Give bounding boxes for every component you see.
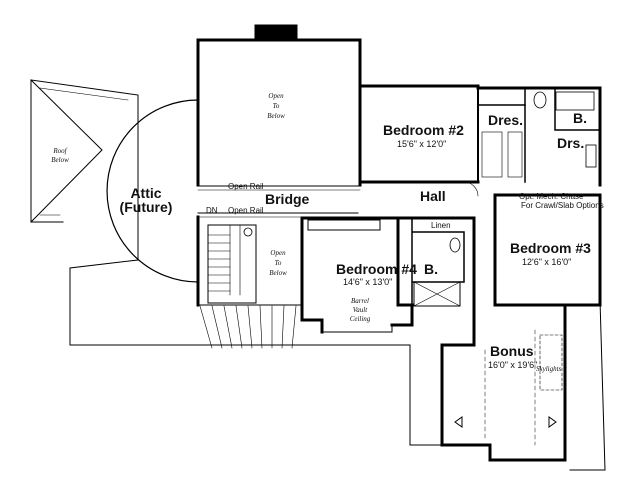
skylights-label: Skylights	[536, 365, 562, 373]
open-below-top-1: Open	[268, 92, 284, 100]
dres-label: Dres.	[488, 112, 524, 128]
roof-hip	[30, 79, 103, 223]
mech-chase-2: For Crawl/Slab Options	[521, 201, 604, 210]
toilet-top	[533, 91, 547, 109]
roof-lines	[39, 87, 129, 216]
skylight-rect	[539, 334, 563, 391]
barrel-vault-1: Barrel	[350, 297, 370, 305]
shower	[413, 281, 461, 307]
bath-top-walls	[524, 87, 601, 131]
roof-below-2: Below	[51, 156, 69, 164]
bathtub	[555, 91, 595, 111]
bedroom4-label: Bedroom #4	[336, 261, 417, 277]
bonus-eave-right	[569, 299, 606, 471]
open-below-stair-2: To	[274, 259, 282, 267]
vanity-top	[585, 144, 597, 168]
bath-b4-walls	[411, 217, 465, 306]
stair-treads	[207, 224, 241, 296]
bonus-arrow-right	[548, 416, 557, 428]
stair-post	[243, 227, 253, 237]
stairwell	[207, 224, 257, 304]
attic-label: Attic	[130, 185, 162, 201]
bedroom3-label: Bedroom #3	[510, 240, 591, 256]
bedroom4-dim: 14'6" x 13'0"	[343, 277, 393, 287]
bonus-arrow-left	[454, 416, 463, 428]
upper-wall	[196, 38, 362, 187]
closet-2	[507, 131, 523, 178]
attic-future-label: (Future)	[119, 199, 173, 215]
shower-cross	[413, 281, 461, 307]
closet-1	[481, 131, 503, 178]
bridge-label: Bridge	[265, 191, 310, 207]
bedroom2-label: Bedroom #2	[383, 122, 464, 138]
barrel-vault-3: Ceiling	[349, 315, 371, 323]
bath-top-label: B.	[573, 110, 587, 126]
barrel-wall	[321, 324, 393, 333]
bedroom3-dim: 12'6" x 16'0"	[522, 257, 572, 267]
dn-label: DN	[206, 206, 218, 215]
bedroom4-wall	[300, 216, 414, 334]
open-rail-upper: Open Rail	[228, 182, 264, 191]
mech-chase-1: Opt. Mech. Chase	[519, 192, 584, 201]
bedroom2-dim: 15'6" x 12'0"	[397, 139, 447, 149]
open-below-top-2: To	[272, 102, 280, 110]
open-below-top-3: Below	[267, 112, 285, 120]
bath-b4-label: B.	[424, 261, 438, 277]
roof-outline	[30, 79, 201, 346]
bonus-dim: 16'0" x 19'6"	[488, 360, 538, 370]
barrel-vault-2: Vault	[352, 306, 368, 314]
door-swing	[463, 181, 479, 197]
hall-label: Hall	[420, 188, 446, 204]
linen-label: Linen	[431, 221, 451, 230]
bedroom4-closet	[307, 219, 381, 231]
open-below-stair-3: Below	[269, 269, 287, 277]
drs-label: Drs.	[557, 135, 585, 151]
roof-below-1: Roof	[53, 147, 67, 155]
toilet-b4	[449, 237, 461, 253]
bonus-wall	[440, 216, 567, 462]
open-below-stair-1: Open	[270, 249, 286, 257]
bonus-label: Bonus	[490, 343, 534, 359]
balcony-balusters	[199, 305, 297, 349]
bonus-eave-left	[409, 344, 443, 446]
attic-arc	[106, 99, 199, 283]
open-rail-lower: Open Rail	[228, 206, 264, 215]
